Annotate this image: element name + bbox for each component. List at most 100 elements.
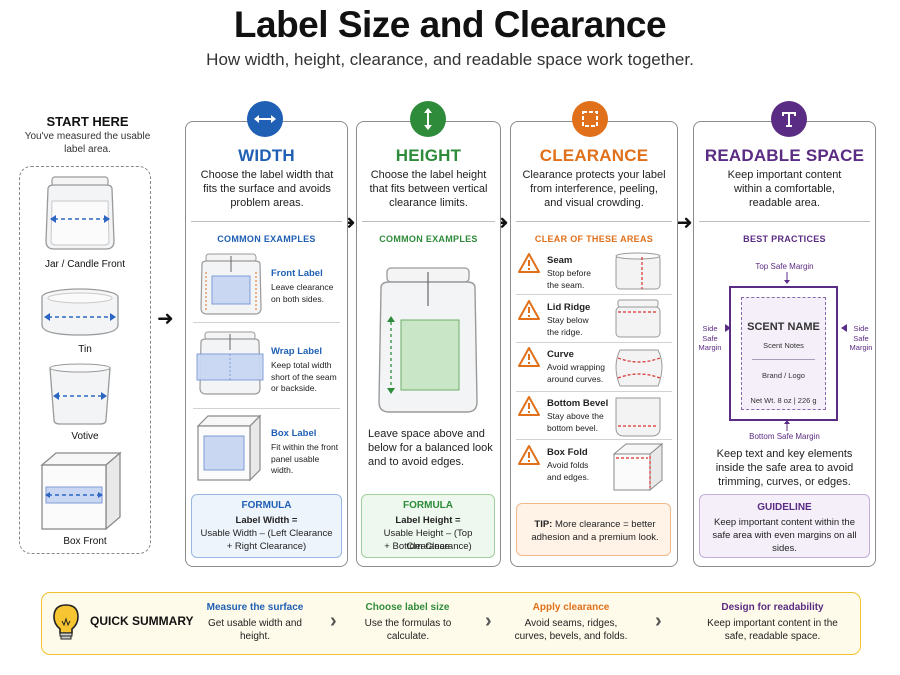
wrap-label-jar-illustration <box>196 331 264 395</box>
bottom-bevel-illustration <box>615 397 661 437</box>
start-item-box-label: Box Front <box>63 536 107 547</box>
readable-description: Keep important content within a comforta… <box>727 169 842 209</box>
sample-weight: Net Wt. 8 oz | 226 g <box>750 396 817 405</box>
front-label-jar-illustration <box>200 253 262 315</box>
width-formula-line1: Label Width = <box>235 515 298 526</box>
readable-heading: READABLE SPACE <box>704 146 865 165</box>
guideline-title: GUIDELINE <box>757 502 812 513</box>
warning-icon <box>518 396 540 416</box>
box-label-title: Box Label <box>271 428 317 439</box>
example-divider <box>193 408 340 409</box>
curve-illustration <box>615 349 663 387</box>
top-safe-margin-label: Top Safe Margin <box>755 262 814 271</box>
wrap-label-title: Wrap Label <box>271 346 323 357</box>
width-formula-box <box>191 494 342 558</box>
start-container <box>19 166 151 554</box>
height-formula-line1: Label Height = <box>395 515 461 526</box>
chevron-right-icon: › <box>655 610 662 632</box>
side-safe-margin-left-label: Side Safe Margin <box>698 324 722 352</box>
bottom-safe-margin-label: Bottom Safe Margin <box>749 432 820 441</box>
lightbulb-icon <box>53 604 79 640</box>
summary-step-2-desc: Use the formulas to calculate. <box>364 618 452 642</box>
start-item-votive-label: Votive <box>71 431 99 442</box>
height-description: Choose the label height that fits betwee… <box>369 169 488 209</box>
box-label-illustration <box>196 414 262 482</box>
width-description: Choose the label width that fits the sur… <box>200 169 334 209</box>
readable-section-title: BEST PRACTICES <box>743 234 826 244</box>
text-t-icon <box>771 101 807 137</box>
tip-label: TIP: <box>534 519 553 530</box>
side-safe-margin-right-label: Side Safe Margin <box>849 324 873 352</box>
summary-step-4-title: Design for readability <box>721 602 824 613</box>
sample-scent-name: SCENT NAME <box>747 321 820 333</box>
height-section-title: COMMON EXAMPLES <box>379 234 478 244</box>
sample-scent-notes: Scent Notes <box>763 341 804 350</box>
width-formula-line3: + Right Clearance) <box>226 541 307 552</box>
quick-summary-label: QUICK SUMMARY <box>90 614 194 628</box>
clearance-column <box>510 121 678 567</box>
start-item-jar-label: Jar / Candle Front <box>44 259 126 270</box>
page-subtitle: How width, height, clearance, and readab… <box>206 50 694 69</box>
chevron-right-icon: › <box>485 610 492 632</box>
zone-lid-ridge-desc: Stay below the ridge. <box>547 315 589 337</box>
start-description: You've measured the usable label area. <box>24 131 151 155</box>
zone-box-fold-title: Box Fold <box>547 447 588 458</box>
lid-ridge-illustration <box>615 299 661 338</box>
height-jar-illustration <box>378 267 478 413</box>
clearance-heading: CLEARANCE <box>539 146 649 165</box>
front-label-desc: Leave clearance on both sides. <box>271 282 334 304</box>
readable-note: Keep text and key elements inside the sa… <box>715 448 854 488</box>
start-item-tin-label: Tin <box>78 344 92 355</box>
start-title: START HERE <box>46 114 129 129</box>
clearance-section-title: CLEAR OF THESE AREAS <box>534 234 654 244</box>
zone-curve-desc: Avoid wrapping around curves. <box>547 362 605 384</box>
readable-divider <box>699 221 870 222</box>
sample-brand: Brand / Logo <box>762 371 805 380</box>
clearance-divider <box>516 221 672 222</box>
clearance-tip: TIP: More clearance = better adhesion an… <box>524 518 666 544</box>
zone-divider <box>516 439 672 440</box>
zone-bottom-bevel-desc: Stay above the bottom bevel. <box>547 411 604 433</box>
page-title: Label Size and Clearance <box>233 4 667 45</box>
zone-divider <box>516 391 672 392</box>
wrap-label-desc: Keep total width short of the seam or ba… <box>271 360 337 393</box>
box-fold-illustration <box>612 442 664 492</box>
warning-icon <box>518 253 540 273</box>
summary-step-3-title: Apply clearance <box>532 602 610 613</box>
flow-arrow-icon: ➜ <box>676 212 693 234</box>
zone-curve-title: Curve <box>547 349 574 360</box>
width-formula-line2: Usable Width – (Left Clearance <box>200 528 333 539</box>
height-note: Leave space above and below for a balanc… <box>368 428 493 468</box>
height-formula-line2: Usable Height – (Top Clearance <box>383 528 473 552</box>
guideline-box <box>699 494 870 558</box>
width-heading: WIDTH <box>238 146 295 165</box>
warning-icon <box>518 300 540 320</box>
jar-illustration <box>45 176 115 250</box>
width-divider <box>191 221 342 222</box>
arrow-left-icon <box>841 324 847 332</box>
example-divider <box>193 322 340 323</box>
clearance-tip-box <box>516 503 671 556</box>
tin-illustration <box>41 288 119 336</box>
arrow-up-icon <box>784 420 790 431</box>
height-formula-box <box>361 494 495 558</box>
height-formula-title: FORMULA <box>403 500 453 511</box>
arrow-right-icon <box>725 324 731 332</box>
zone-lid-ridge-title: Lid Ridge <box>547 302 591 313</box>
zone-divider <box>516 294 672 295</box>
warning-icon <box>518 347 540 367</box>
width-formula-title: FORMULA <box>241 500 292 511</box>
summary-step-4-desc: Keep important content in the safe, read… <box>707 618 838 642</box>
horizontal-arrows-icon <box>247 101 283 137</box>
tip-text: More clearance = better adhesion and a p… <box>531 519 659 543</box>
zone-box-fold-desc: Avoid folds and edges. <box>547 460 590 482</box>
zone-seam-title: Seam <box>547 255 573 266</box>
guideline-text: Keep important content within the safe a… <box>712 517 857 554</box>
votive-illustration <box>49 363 111 425</box>
flow-arrow-icon: ➜ <box>157 308 174 330</box>
warning-icon <box>518 445 540 465</box>
safe-area-box <box>741 297 826 410</box>
box-illustration <box>40 451 122 531</box>
chevron-right-icon: › <box>330 610 337 632</box>
arrow-down-icon <box>784 272 790 284</box>
